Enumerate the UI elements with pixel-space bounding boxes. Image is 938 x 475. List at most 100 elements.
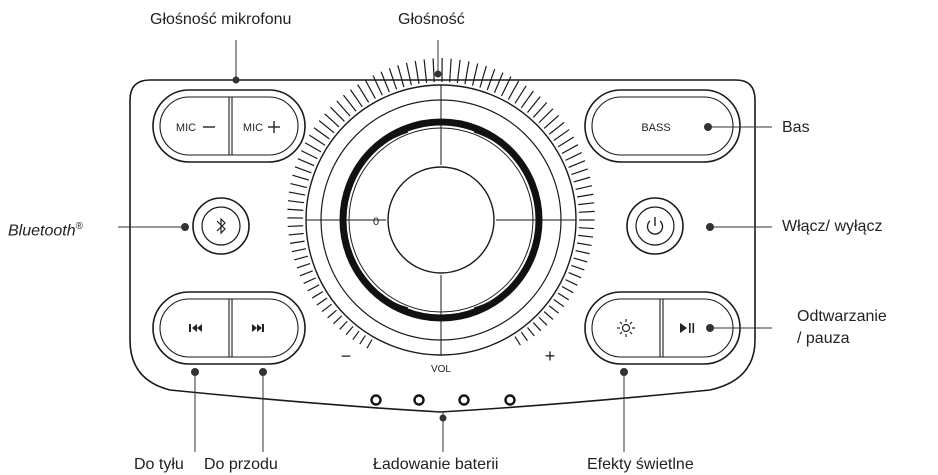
volume-tick	[303, 277, 316, 285]
volume-tick	[342, 94, 357, 112]
volume-knob-center[interactable]	[387, 166, 495, 274]
volume-tick	[333, 315, 343, 325]
volume-tick	[576, 242, 592, 247]
battery-led	[413, 394, 425, 406]
play-pause-button[interactable]	[667, 306, 723, 350]
label-mic-volume: Głośność mikrofonu	[150, 11, 292, 28]
label-bluetooth: Bluetooth®	[8, 217, 83, 240]
bass-button[interactable]: BASS	[584, 89, 741, 163]
volume-tick	[449, 58, 452, 83]
volume-tick	[289, 240, 305, 244]
play-pause-icon	[680, 323, 695, 333]
volume-tick	[532, 102, 548, 118]
next-track-button[interactable]	[236, 306, 290, 350]
volume-tick	[573, 257, 588, 263]
volume-tick	[543, 311, 554, 320]
volume-tick	[287, 208, 304, 211]
volume-tick	[288, 232, 304, 236]
volume-tick	[573, 176, 591, 183]
volume-tick	[568, 272, 582, 279]
battery-leds	[370, 394, 516, 406]
volume-knob-rim[interactable]	[339, 118, 543, 322]
volume-tick	[527, 96, 541, 113]
volume-tick	[565, 152, 582, 161]
volume-tick	[388, 68, 398, 90]
previous-track-icon	[189, 324, 202, 332]
volume-tick	[561, 144, 579, 155]
volume-tick	[578, 227, 595, 230]
volume-tick	[308, 134, 326, 146]
volume-tick	[520, 90, 534, 109]
volume-tick	[423, 59, 428, 83]
label-play-pause-2: / pauza	[797, 330, 850, 347]
volume-tick	[575, 185, 593, 191]
label-light-effects: Efekty świetlne	[587, 456, 694, 473]
volume-tick	[349, 89, 363, 108]
label-play-pause-1: Odtwarzanie	[797, 308, 887, 325]
bluetooth-button[interactable]	[192, 197, 250, 255]
volume-tick	[336, 100, 351, 117]
volume-tick	[561, 285, 574, 294]
volume-tick	[364, 79, 376, 99]
volume-tick	[414, 60, 420, 84]
volume-tick	[290, 183, 308, 189]
volume-tick	[287, 200, 305, 204]
mic-button-group	[152, 89, 306, 163]
volume-tick	[493, 72, 504, 94]
volume-tick	[557, 136, 575, 148]
volume-tick	[299, 270, 313, 277]
volume-tick	[287, 225, 304, 228]
volume-tick	[296, 262, 311, 269]
mic-plus-label: MIC	[243, 122, 263, 134]
volume-tick	[432, 58, 435, 83]
label-forward: Do przodu	[204, 456, 278, 473]
volume-tick	[527, 327, 535, 337]
volume-tick	[548, 121, 565, 135]
mic-minus-button[interactable]: MIC	[176, 122, 215, 134]
label-back: Do tyłu	[134, 456, 184, 473]
volume-tick	[464, 61, 470, 85]
volume-tick	[520, 331, 528, 342]
mic-plus-button[interactable]: MIC	[243, 121, 280, 134]
callout-lines	[118, 40, 772, 452]
battery-led	[370, 394, 382, 406]
light-effects-button[interactable]	[600, 306, 656, 350]
volume-tick	[294, 166, 312, 174]
volume-tick	[397, 65, 405, 88]
vol-label: VOL	[431, 364, 451, 375]
battery-led	[504, 394, 516, 406]
label-battery: Ładowanie baterii	[373, 456, 499, 473]
volume-tick	[514, 85, 527, 104]
volume-tick	[357, 84, 370, 103]
volume-tick	[311, 290, 324, 299]
volume-tick	[578, 234, 594, 238]
power-button[interactable]	[626, 197, 684, 255]
sun-icon	[617, 319, 635, 337]
volume-tick	[571, 264, 585, 271]
volume-tick	[553, 129, 570, 141]
volume-tick	[548, 305, 559, 314]
volume-tick	[345, 325, 354, 336]
volume-tick	[352, 330, 360, 340]
volume-tick	[304, 142, 322, 153]
label-bluetooth-mark: ®	[75, 221, 83, 232]
previous-track-button[interactable]	[170, 306, 224, 350]
volume-tick	[366, 339, 373, 349]
battery-led	[458, 394, 470, 406]
volume-tick	[538, 316, 548, 326]
volume-tick	[553, 299, 565, 308]
volume-tick	[324, 113, 340, 128]
volume-tick	[313, 127, 330, 140]
volume-knob-marker: 0	[373, 216, 379, 228]
volume-tick	[538, 108, 554, 124]
volume-tick	[292, 174, 310, 181]
bluetooth-icon	[216, 217, 226, 235]
bass-label: BASS	[641, 122, 670, 134]
plus-icon	[268, 121, 280, 133]
volume-tick	[578, 210, 595, 213]
power-icon	[646, 217, 664, 235]
volume-minus-label: −	[341, 346, 352, 366]
volume-tick	[321, 303, 333, 313]
volume-tick	[565, 279, 578, 286]
